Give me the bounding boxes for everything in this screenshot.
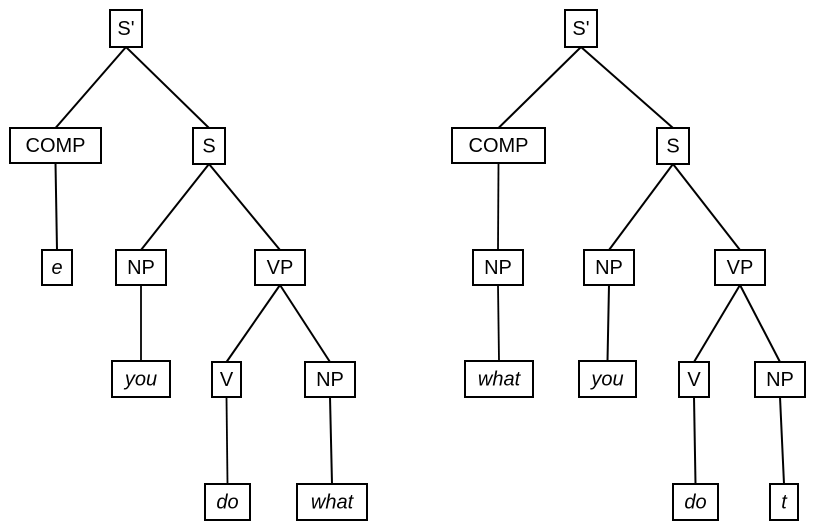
tree-edge-R-S-to-R-NP1 — [608, 163, 674, 251]
tree-node-R-NP2[interactable]: NP — [754, 361, 806, 398]
tree-node-R-Sbar[interactable]: S' — [564, 9, 598, 48]
tree-node-R-NP1[interactable]: NP — [583, 249, 635, 286]
node-box-R-V — [678, 361, 710, 398]
left-tree-edges — [54, 46, 333, 485]
tree-node-L-V[interactable]: V — [211, 361, 242, 398]
tree-node-L-NP2[interactable]: NP — [304, 361, 356, 398]
tree-edge-R-Sbar-to-R-S — [580, 46, 674, 129]
tree-node-L-you[interactable]: you — [111, 360, 171, 398]
node-label-R-Sbar: S' — [572, 18, 589, 40]
tree-edge-R-NP2-to-R-t — [779, 396, 785, 485]
tree-edge-L-VP-to-L-NP2 — [279, 284, 331, 363]
node-label-R-VP: VP — [727, 257, 754, 279]
node-box-L-Sbar — [109, 9, 143, 48]
node-box-L-you — [111, 360, 171, 398]
tree-edge-R-COMP-to-R-NP0 — [497, 162, 500, 251]
node-label-R-NP2: NP — [766, 369, 794, 391]
node-label-R-S: S — [666, 135, 679, 157]
node-box-R-NP2 — [754, 361, 806, 398]
tree-node-R-you[interactable]: you — [578, 360, 637, 398]
node-label-L-NP1: NP — [127, 257, 155, 279]
node-label-L-Sbar: S' — [117, 18, 134, 40]
node-box-L-V — [211, 361, 242, 398]
node-label-R-what: what — [478, 368, 522, 390]
node-box-L-do — [204, 483, 251, 521]
node-box-L-what — [296, 483, 368, 521]
tree-edge-R-VP-to-R-V — [693, 284, 741, 363]
tree-edge-L-NP2-to-L-what — [329, 396, 333, 485]
tree-node-R-do[interactable]: do — [672, 483, 719, 521]
tree-edge-R-S-to-R-VP — [672, 163, 741, 251]
node-box-L-NP1 — [115, 249, 167, 286]
tree-node-L-COMP[interactable]: COMP — [9, 127, 102, 164]
node-box-L-COMP — [9, 127, 102, 164]
node-box-R-what — [464, 360, 534, 398]
tree-node-L-NP1[interactable]: NP — [115, 249, 167, 286]
node-box-R-NP1 — [583, 249, 635, 286]
tree-edge-L-COMP-to-L-e — [54, 162, 58, 251]
node-box-R-VP — [714, 249, 766, 286]
node-box-R-S — [656, 127, 690, 165]
tree-node-L-S[interactable]: S — [192, 127, 226, 165]
tree-node-R-V[interactable]: V — [678, 361, 710, 398]
node-label-R-NP0: NP — [484, 257, 512, 279]
node-box-R-t — [769, 483, 799, 521]
tree-edge-R-VP-to-R-NP2 — [739, 284, 781, 363]
node-label-L-NP2: NP — [316, 369, 344, 391]
node-box-L-S — [192, 127, 226, 165]
node-label-R-you: you — [589, 368, 623, 390]
tree-node-L-do[interactable]: do — [204, 483, 251, 521]
node-label-L-S: S — [202, 135, 215, 157]
tree-node-R-NP0[interactable]: NP — [472, 249, 524, 286]
right-tree-nodes: S' COMP S NP NP VP what you V NP do t — [451, 9, 806, 521]
tree-node-R-S[interactable]: S — [656, 127, 690, 165]
tree-edge-L-S-to-L-VP — [208, 163, 281, 251]
tree-node-R-COMP[interactable]: COMP — [451, 127, 546, 164]
right-tree-edges — [497, 46, 785, 485]
node-box-L-e — [41, 249, 73, 286]
node-label-L-VP: VP — [267, 257, 294, 279]
tree-edge-L-V-to-L-do — [225, 396, 229, 485]
node-label-L-e: e — [51, 257, 62, 279]
node-box-R-you — [578, 360, 637, 398]
right-tree: S' COMP S NP NP VP what you V NP do t — [451, 9, 806, 521]
tree-node-R-VP[interactable]: VP — [714, 249, 766, 286]
node-box-R-do — [672, 483, 719, 521]
node-box-R-NP0 — [472, 249, 524, 286]
node-box-L-VP — [254, 249, 306, 286]
tree-node-L-e[interactable]: e — [41, 249, 73, 286]
tree-edge-R-V-to-R-do — [693, 396, 697, 485]
tree-node-R-t[interactable]: t — [769, 483, 799, 521]
node-label-L-what: what — [311, 491, 355, 513]
tree-edge-L-Sbar-to-L-S — [125, 46, 210, 129]
tree-edge-R-Sbar-to-R-COMP — [497, 46, 582, 129]
tree-node-L-VP[interactable]: VP — [254, 249, 306, 286]
tree-node-L-what[interactable]: what — [296, 483, 368, 521]
node-box-R-Sbar — [564, 9, 598, 48]
node-label-L-do: do — [216, 491, 238, 513]
node-label-R-do: do — [684, 491, 706, 513]
node-label-R-V: V — [687, 369, 701, 391]
node-label-L-you: you — [123, 368, 157, 390]
node-box-R-COMP — [451, 127, 546, 164]
node-label-L-COMP: COMP — [26, 135, 86, 157]
node-label-R-COMP: COMP — [469, 135, 529, 157]
node-label-R-t: t — [781, 491, 788, 513]
tree-edge-R-NP1-to-R-you — [606, 284, 610, 362]
tree-edge-R-NP0-to-R-what — [497, 284, 500, 362]
tree-node-R-what[interactable]: what — [464, 360, 534, 398]
node-label-R-NP1: NP — [595, 257, 623, 279]
node-box-L-NP2 — [304, 361, 356, 398]
tree-edge-L-VP-to-L-V — [225, 284, 281, 363]
tree-edge-L-S-to-L-NP1 — [140, 163, 210, 251]
node-label-L-V: V — [220, 369, 234, 391]
tree-edge-L-Sbar-to-L-COMP — [54, 46, 127, 129]
tree-node-L-Sbar[interactable]: S' — [109, 9, 143, 48]
